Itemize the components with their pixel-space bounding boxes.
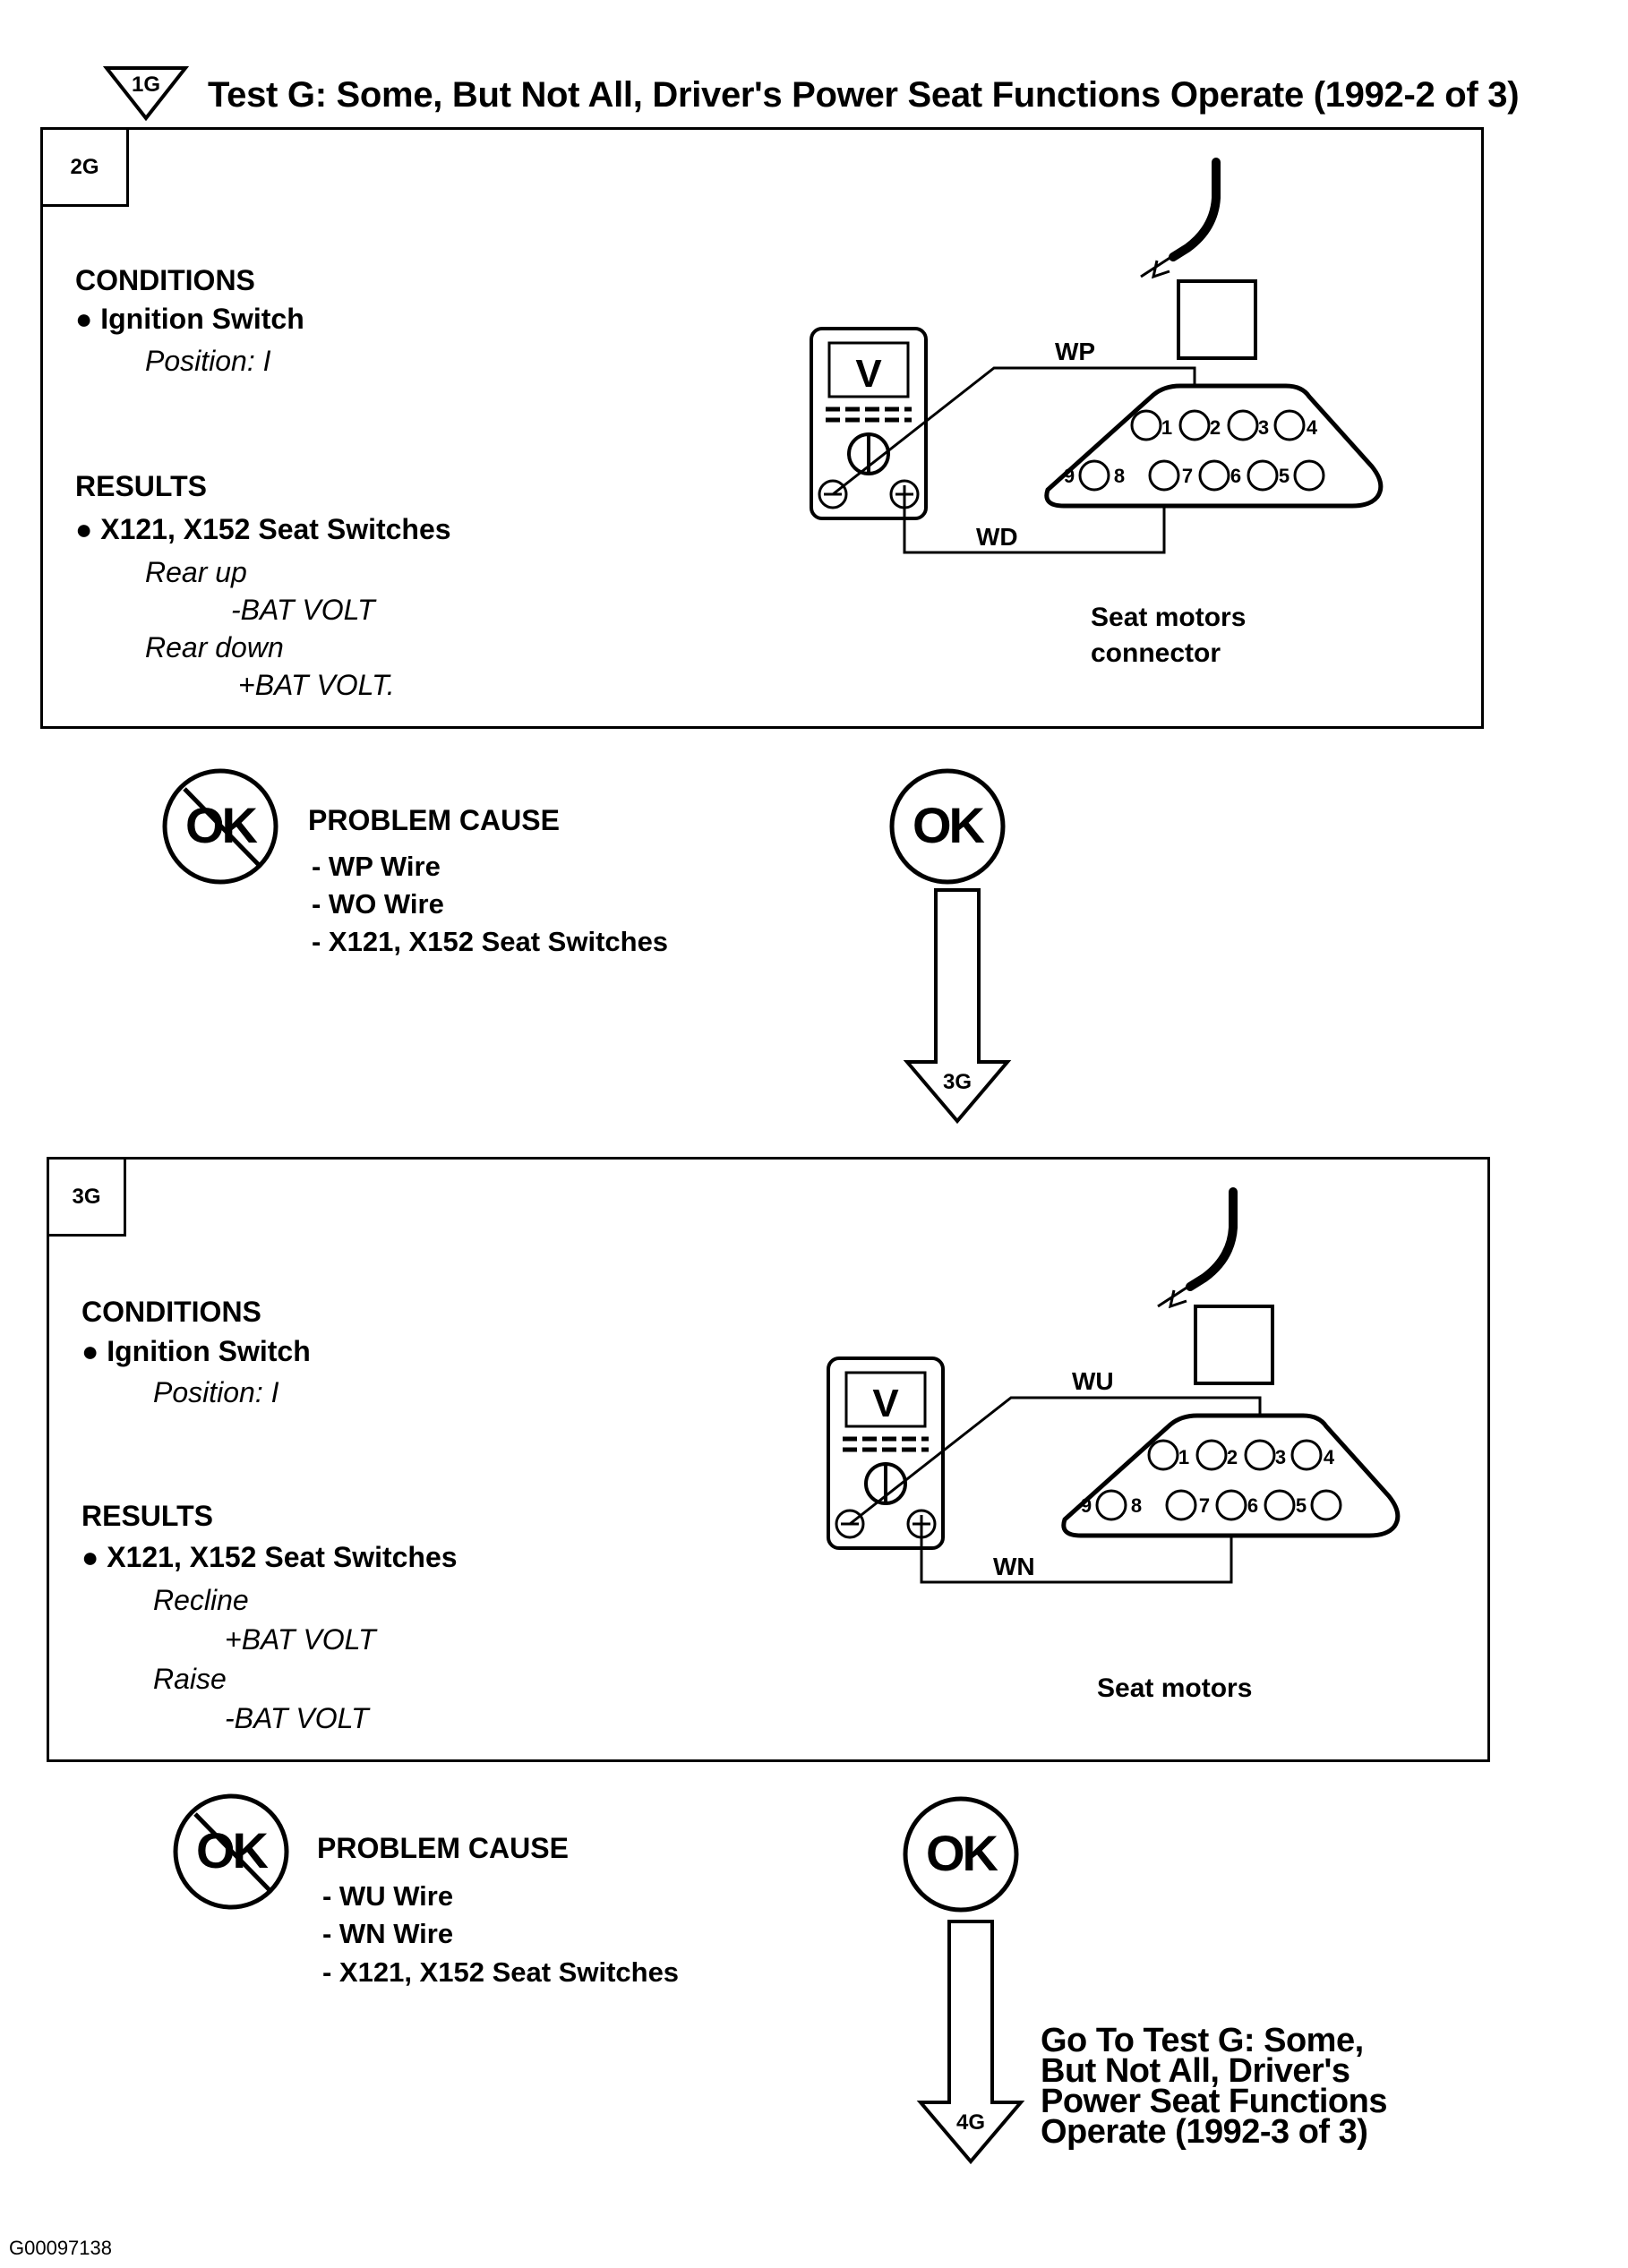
svg-text:6: 6 <box>1230 465 1241 487</box>
step-reference-triangle: 1G <box>103 66 190 122</box>
step-2g-box: 2G CONDITIONS ● Ignition Switch Position… <box>40 127 1484 729</box>
svg-text:2: 2 <box>1227 1446 1238 1468</box>
goto-next-test[interactable]: Go To Test G: Some, But Not All, Driver'… <box>1041 2022 1387 2151</box>
wiring-diagram: V WP WD 1 2 3 4 9 <box>810 158 1384 668</box>
problem-cause-item: - WU Wire <box>322 1880 454 1912</box>
problem-cause-heading: PROBLEM CAUSE <box>317 1832 569 1864</box>
ok-icon: OK <box>903 1796 1019 1913</box>
figure-id: G00097138 <box>9 2237 112 2259</box>
goto-line: Operate (1992-3 of 3) <box>1041 2113 1368 2151</box>
conditions-heading: CONDITIONS <box>75 264 255 296</box>
results-heading: RESULTS <box>81 1500 213 1532</box>
svg-text:OK: OK <box>913 797 985 853</box>
problem-cause-item: - WN Wire <box>322 1918 454 1949</box>
connector-backshell <box>1194 1305 1274 1385</box>
result-label: Rear up <box>145 556 247 588</box>
svg-text:5: 5 <box>1296 1494 1307 1517</box>
problem-cause-item: - WP Wire <box>312 851 441 882</box>
connector-label: Seat motors <box>1091 603 1246 632</box>
title-ref-label: 1G <box>132 73 160 97</box>
connector-label: connector <box>1091 638 1221 668</box>
result-value: -BAT VOLT <box>225 1702 369 1734</box>
wire-bottom <box>903 494 1166 554</box>
seat-motors-connector: 1 2 3 4 9 8 7 6 5 <box>1044 383 1384 509</box>
svg-text:4: 4 <box>1307 416 1318 439</box>
next-step-arrow: 4G <box>916 1920 1025 2165</box>
svg-text:5: 5 <box>1279 465 1290 487</box>
problem-cause-heading: PROBLEM CAUSE <box>308 804 560 836</box>
step-3g-box: 3G CONDITIONS ● Ignition Switch Position… <box>47 1157 1490 1762</box>
probe-tip <box>1157 1281 1195 1309</box>
connector-backshell <box>1177 279 1257 360</box>
probe-lead <box>1169 158 1221 261</box>
goto-line: Power Seat Functions <box>1041 2083 1387 2120</box>
not-ok-icon: OK <box>162 768 278 885</box>
svg-text:8: 8 <box>1131 1494 1142 1517</box>
svg-text:7: 7 <box>1182 465 1193 487</box>
condition-position: Position: I <box>153 1376 279 1408</box>
condition-item: ● Ignition Switch <box>81 1335 311 1367</box>
conditions-heading: CONDITIONS <box>81 1296 261 1328</box>
results-item: ● X121, X152 Seat Switches <box>81 1541 458 1573</box>
results-item: ● X121, X152 Seat Switches <box>75 513 451 545</box>
voltmeter-icon: V <box>827 1357 945 1550</box>
svg-text:1: 1 <box>1161 416 1172 439</box>
svg-text:2: 2 <box>1210 416 1221 439</box>
probe-lead <box>1186 1187 1238 1291</box>
step-id-tag: 3G <box>49 1160 126 1237</box>
results-heading: RESULTS <box>75 470 207 502</box>
meter-letter: V <box>872 1382 899 1425</box>
page-title: Test G: Some, But Not All, Driver's Powe… <box>208 75 1520 115</box>
voltmeter-icon: V <box>810 327 928 520</box>
connector-label: Seat motors <box>1097 1673 1252 1703</box>
wire-bottom-label: WD <box>976 523 1018 551</box>
wire-bottom <box>920 1524 1233 1584</box>
svg-text:9: 9 <box>1064 465 1075 487</box>
result-label: Rear down <box>145 631 284 663</box>
problem-cause-item: - X121, X152 Seat Switches <box>322 1956 680 1988</box>
svg-text:8: 8 <box>1114 465 1125 487</box>
next-step-label: 3G <box>943 1070 972 1094</box>
meter-letter: V <box>855 352 882 396</box>
svg-text:6: 6 <box>1247 1494 1258 1517</box>
next-step-arrow: 3G <box>903 888 1012 1125</box>
problem-cause-item: - X121, X152 Seat Switches <box>312 926 669 957</box>
result-value: +BAT VOLT. <box>238 669 395 701</box>
result-value: -BAT VOLT <box>231 594 375 626</box>
svg-text:3: 3 <box>1275 1446 1286 1468</box>
svg-text:1: 1 <box>1178 1446 1189 1468</box>
seat-motors-connector: 1 2 3 4 9 8 7 6 5 <box>1061 1413 1401 1538</box>
goto-line: Go To Test G: Some, <box>1041 2022 1364 2059</box>
svg-text:9: 9 <box>1081 1494 1092 1517</box>
wiring-diagram: V WU WN 1 2 3 4 9 8 <box>827 1187 1401 1703</box>
not-ok-icon: OK <box>173 1793 289 1910</box>
svg-text:OK: OK <box>926 1825 998 1881</box>
condition-item: ● Ignition Switch <box>75 303 304 335</box>
step-id-tag: 2G <box>43 130 129 207</box>
wire-top-label: WP <box>1055 338 1095 365</box>
svg-text:3: 3 <box>1258 416 1269 439</box>
probe-tip <box>1140 252 1178 279</box>
ok-icon: OK <box>889 768 1006 885</box>
goto-line: But Not All, Driver's <box>1041 2052 1350 2090</box>
svg-text:7: 7 <box>1199 1494 1210 1517</box>
svg-text:4: 4 <box>1324 1446 1335 1468</box>
result-label: Raise <box>153 1663 227 1695</box>
wire-bottom-label: WN <box>993 1553 1035 1580</box>
problem-cause-item: - WO Wire <box>312 888 444 920</box>
next-step-label: 4G <box>956 2110 985 2135</box>
result-label: Recline <box>153 1584 249 1616</box>
result-value: +BAT VOLT <box>225 1623 376 1656</box>
wire-top-label: WU <box>1072 1367 1114 1395</box>
condition-position: Position: I <box>145 345 271 377</box>
